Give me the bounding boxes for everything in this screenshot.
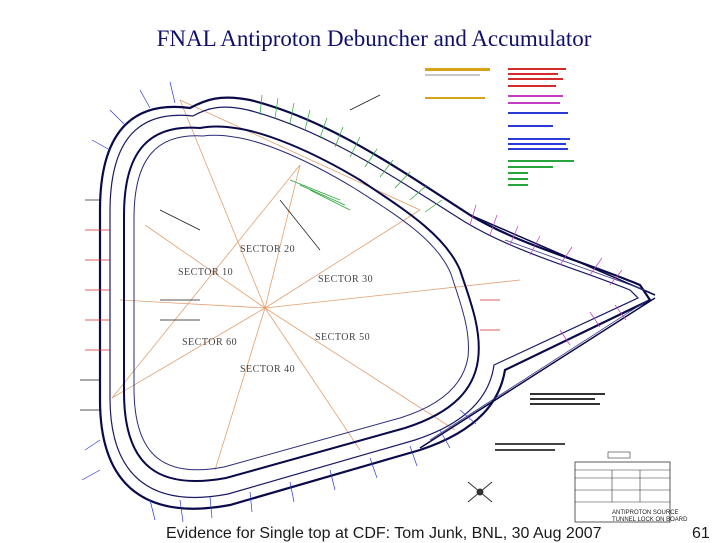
sector-10-label: SECTOR 10 — [178, 267, 233, 278]
ring-tracks — [98, 96, 656, 510]
device-ticks — [80, 81, 627, 523]
sector-60-label: SECTOR 60 — [182, 337, 237, 348]
radial-spokes — [111, 99, 521, 471]
legend-blocks — [425, 68, 605, 451]
transfer-line-upper — [469, 214, 656, 296]
title-block-line1: ANTIPROTON SOURCE — [612, 510, 679, 516]
drawing-title-block: ANTIPROTON SOURCE TUNNEL LOCK ON BOARD — [574, 451, 688, 523]
title-block-line2: TUNNEL LOCK ON BOARD — [612, 517, 688, 523]
inner-ring-2 — [133, 134, 469, 471]
sector-50-label: SECTOR 50 — [315, 332, 370, 343]
slide-title: FNAL Antiproton Debuncher and Accumulato… — [156, 26, 592, 51]
sector-40-label: SECTOR 40 — [240, 364, 295, 375]
outer-ring — [98, 96, 652, 510]
sector-30-label: SECTOR 30 — [318, 274, 373, 285]
compass-rose-icon — [467, 481, 493, 503]
slide-footer: Evidence for Single top at CDF: Tom Junk… — [166, 525, 602, 542]
sector-20-label: SECTOR 20 — [240, 244, 295, 255]
inner-ring — [123, 125, 480, 483]
transfer-line-lower — [419, 297, 656, 449]
page-number: 61 — [692, 525, 710, 542]
outer-ring-2 — [109, 106, 640, 498]
